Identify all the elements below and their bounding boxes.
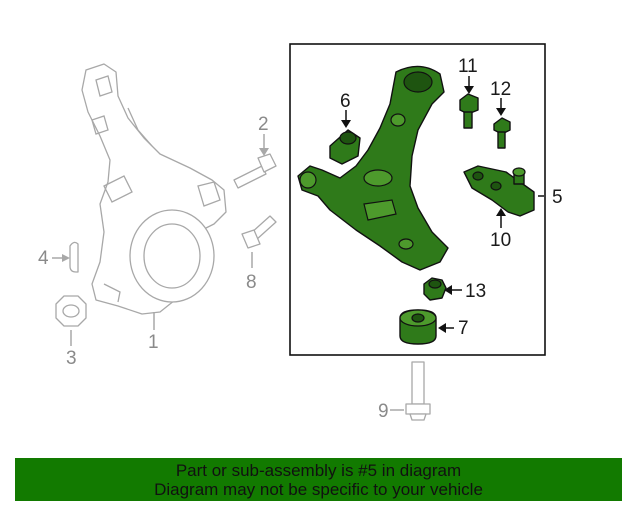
ball-joint-5[interactable] [463,165,535,217]
callout-2: 2 [258,114,269,135]
bushing-6[interactable] [329,129,361,165]
callout-6: 6 [340,91,351,112]
bolt-2 [233,153,277,189]
steering-knuckle [81,63,227,315]
nut-13[interactable] [423,277,447,301]
callout-10: 10 [490,230,511,251]
callout-1: 1 [148,332,159,353]
bolt-8 [241,215,277,249]
nut-3 [55,295,87,327]
callout-5: 5 [552,187,563,208]
bolt-9 [405,361,431,421]
bushing-7[interactable] [399,309,437,345]
highlight-box [289,43,546,356]
callout-7: 7 [458,318,469,339]
callout-8: 8 [246,272,257,293]
callout-3: 3 [66,348,77,369]
bolt-12[interactable] [493,117,511,149]
callout-9: 9 [378,401,389,422]
cotter-pin-4 [69,241,79,273]
lower-control-arm[interactable] [297,65,449,271]
banner-line-1: Part or sub-assembly is #5 in diagram [175,460,462,480]
callout-13: 13 [465,281,486,302]
banner-line-2: Diagram may not be specific to your vehi… [154,479,483,499]
callout-12: 12 [490,79,511,100]
callout-11: 11 [458,56,478,77]
bolt-11[interactable] [459,93,479,129]
info-banner: Part or sub-assembly is #5 in diagram Di… [15,458,622,501]
callout-4: 4 [38,248,49,269]
